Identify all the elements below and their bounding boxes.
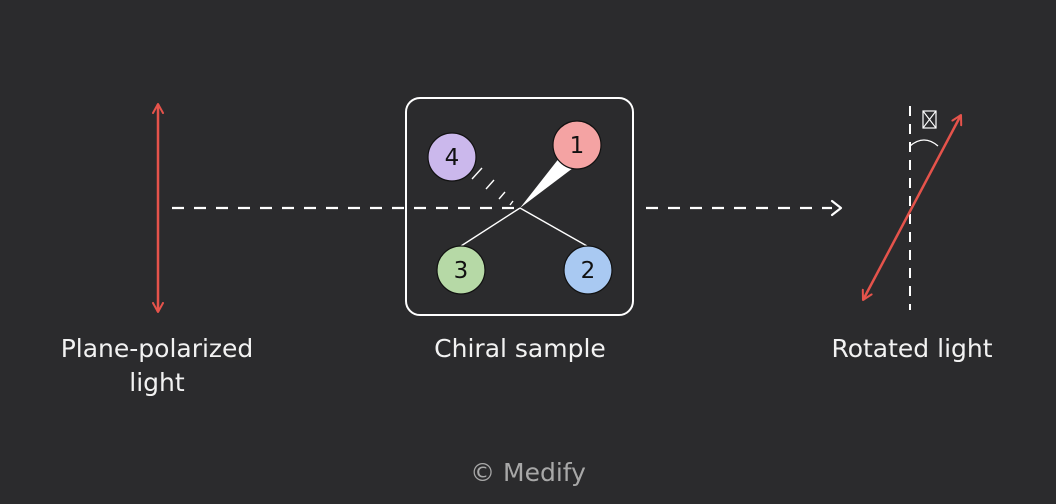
atom-3-label: 3 bbox=[454, 258, 469, 284]
atom-4-circle bbox=[427, 132, 477, 182]
angle-symbol-icon bbox=[922, 110, 937, 129]
bond-to-atom-2 bbox=[519, 207, 588, 247]
plane-polarized-light-label: Plane-polarized light bbox=[32, 332, 282, 400]
chiral-sample-box bbox=[405, 97, 634, 316]
plane-polarized-label-line2: light bbox=[129, 368, 185, 397]
beam-arrowhead-icon bbox=[830, 199, 843, 217]
wedge-bond-to-atom-1 bbox=[520, 157, 573, 208]
atom-4-label: 4 bbox=[445, 145, 460, 171]
atom-2-circle bbox=[563, 245, 613, 295]
atom-3-circle bbox=[436, 245, 486, 295]
atom-1-circle bbox=[552, 120, 602, 170]
chiral-sample-label: Chiral sample bbox=[434, 334, 606, 363]
atom-3: 3 bbox=[436, 245, 486, 295]
rotated-light-arrow bbox=[861, 114, 963, 301]
atom-2: 2 bbox=[563, 245, 613, 295]
atom-1: 1 bbox=[552, 120, 602, 170]
plane-polarized-label-line1: Plane-polarized bbox=[60, 334, 254, 363]
atom-4: 4 bbox=[427, 132, 477, 182]
atom-2-label: 2 bbox=[581, 258, 596, 284]
atom-1-label: 1 bbox=[570, 133, 585, 159]
rotation-angle-arc bbox=[909, 139, 939, 147]
hashed-bond-to-atom-4 bbox=[471, 167, 514, 206]
rotated-light-label: Rotated light bbox=[831, 334, 993, 363]
bond-to-atom-3 bbox=[460, 207, 521, 247]
copyright-watermark: © Medify bbox=[470, 458, 586, 487]
